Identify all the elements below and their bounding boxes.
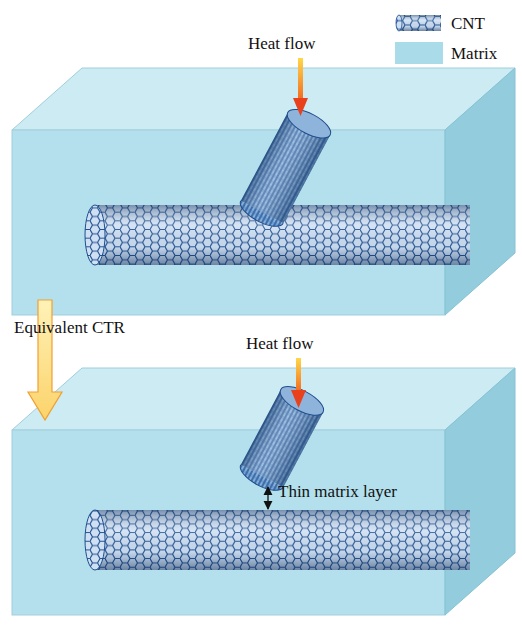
legend-entry: Matrix [395,42,520,66]
legend-label: Matrix [451,44,497,64]
matrix-block [12,368,515,615]
cnt-bundle [236,381,328,496]
legend-entry: CNT [395,12,520,36]
gap-dimension [267,487,268,509]
heat-flow-arrow [293,58,308,116]
cnt-bundle [236,104,335,232]
legend-swatch [395,42,443,64]
annotation-label: Heat flow [246,334,314,354]
annotation-label: Thin matrix layer [278,482,397,502]
matrix-block [12,68,515,315]
cnt-tube [85,510,470,570]
annotation-label: Heat flow [248,34,316,54]
cnt-icon [395,12,443,34]
heat-flow-arrow [291,358,306,408]
legend-label: CNT [451,14,485,34]
annotation-label: Equivalent CTR [14,318,125,338]
